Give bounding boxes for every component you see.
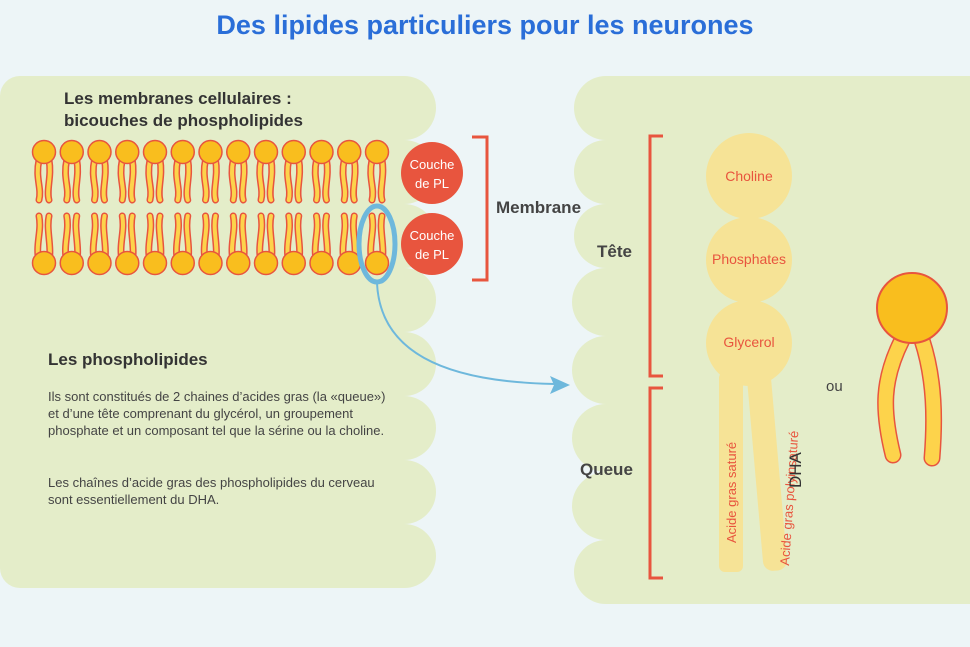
- layer-label-top-line2: de PL: [415, 176, 449, 191]
- bilayer-top-head: [59, 139, 84, 165]
- bilayer-top-head: [115, 139, 140, 165]
- bilayer-top-head: [309, 139, 334, 165]
- left-panel: [0, 76, 436, 588]
- bilayer-top-head: [281, 139, 306, 165]
- polyunsaturated-chain: [746, 368, 787, 571]
- tail-label: Queue: [580, 460, 633, 479]
- bilayer-top-tail: [295, 158, 302, 202]
- phosphates-sphere: [706, 217, 792, 303]
- bilayer-top-tail: [174, 158, 181, 202]
- saturated-chain-label: Acide gras saturé: [724, 441, 739, 543]
- bilayer-top-tail: [202, 158, 209, 202]
- bilayer-bottom-head: [170, 250, 195, 276]
- layer-label-bottom: Couche de PL: [401, 226, 463, 264]
- bilayer-bottom-head: [253, 250, 279, 276]
- membrane-bracket: [472, 135, 489, 282]
- bilayer-top-tail: [368, 158, 375, 202]
- phospholipid-icon-tail-right-fill: [915, 333, 941, 465]
- phospholipids-paragraph-2: Les chaînes d’acide gras des phospholipi…: [48, 475, 375, 507]
- layer-circle-bottom: [401, 213, 463, 275]
- bilayer-bottom-head: [59, 250, 84, 276]
- membranes-heading-line1: Les membranes cellulaires :: [64, 89, 292, 108]
- bilayer-bottom-head: [309, 250, 334, 276]
- bilayer-top-tail: [313, 158, 320, 202]
- choline-sphere: [706, 133, 792, 219]
- layer-label-bottom-line2: de PL: [415, 247, 449, 262]
- layer-label-top: Couche de PL: [401, 155, 463, 193]
- dha-label: DHA: [786, 452, 805, 488]
- bilayer-top-tail: [73, 158, 80, 202]
- phospholipid-bilayer: [31, 139, 390, 276]
- bilayer-top-tail: [229, 158, 236, 202]
- bilayer-bottom-head: [281, 250, 306, 276]
- phosphates-label: Phosphates: [712, 251, 786, 267]
- bilayer-top-tail: [129, 158, 136, 202]
- phospholipid-icon-tail-left-fill: [878, 333, 909, 462]
- bilayer-bottom-head: [364, 250, 390, 276]
- bilayer-top-tail: [268, 158, 274, 202]
- bilayer-top-tail: [184, 158, 191, 202]
- bilayer-top-tail: [157, 158, 163, 202]
- tail-bracket: [648, 386, 663, 580]
- saturated-chain: [719, 372, 743, 572]
- bilayer-top-tail: [212, 158, 219, 202]
- choline-label: Choline: [725, 168, 773, 184]
- bilayer-top-head: [253, 139, 279, 165]
- glycerol-sphere: [706, 300, 792, 386]
- phospholipids-paragraph-1: Ils sont constitués de 2 chaines d’acide…: [48, 389, 386, 438]
- membrane-label: Membrane: [496, 198, 582, 217]
- zoom-arrow: [376, 282, 556, 385]
- bilayer-top-head: [87, 139, 112, 165]
- bilayer-top-tail: [351, 158, 358, 202]
- bilayer-top-tail: [323, 158, 330, 202]
- zoom-arrow-head: [550, 376, 570, 394]
- head-bracket: [648, 134, 663, 378]
- bilayer-top-tail: [340, 158, 347, 202]
- bilayer-top-head: [226, 139, 251, 165]
- or-label: ou: [826, 378, 843, 395]
- layer-circle-top: [401, 142, 463, 204]
- bilayer-top-tail: [101, 158, 108, 202]
- bilayer-top-tail: [240, 158, 247, 202]
- page-title: Des lipides particuliers pour les neuron…: [216, 10, 754, 40]
- membranes-heading: Les membranes cellulaires : bicouches de…: [64, 88, 394, 132]
- bilayer-top-tail: [35, 158, 42, 202]
- bilayer-top-head: [364, 139, 390, 165]
- layer-label-top-line1: Couche: [409, 157, 455, 172]
- bilayer-bottom-head: [31, 250, 57, 276]
- layer-label-bottom-line1: Couche: [409, 228, 455, 243]
- phospholipids-heading: Les phospholipides: [48, 350, 208, 369]
- bilayer-top-tail: [63, 158, 70, 202]
- bilayer-top-head: [142, 139, 168, 165]
- bilayer-top-head: [198, 139, 223, 165]
- phospholipid-icon-head: [876, 272, 948, 344]
- bilayer-bottom-head: [226, 250, 251, 276]
- bilayer-top-tail: [46, 158, 52, 202]
- head-label: Tête: [597, 242, 632, 261]
- bilayer-top-head: [170, 139, 195, 165]
- glycerol-label: Glycerol: [723, 334, 775, 350]
- bilayer-top-tail: [118, 158, 125, 202]
- bilayer-top-head: [31, 139, 57, 165]
- bilayer-top-tail: [146, 158, 153, 202]
- bilayer-top-tail: [257, 158, 264, 202]
- bilayer-top-tail: [285, 158, 292, 202]
- bilayer-bottom-head: [87, 250, 112, 276]
- bilayer-top-tail: [379, 158, 385, 202]
- bilayer-bottom-head: [142, 250, 168, 276]
- selected-phospholipid-highlight: [356, 203, 398, 285]
- bilayer-top-tail: [91, 158, 98, 202]
- bilayer-bottom-head: [198, 250, 223, 276]
- bilayer-top-head: [337, 139, 362, 165]
- bilayer-bottom-head: [115, 250, 140, 276]
- membranes-heading-line2: bicouches de phospholipides: [64, 111, 303, 130]
